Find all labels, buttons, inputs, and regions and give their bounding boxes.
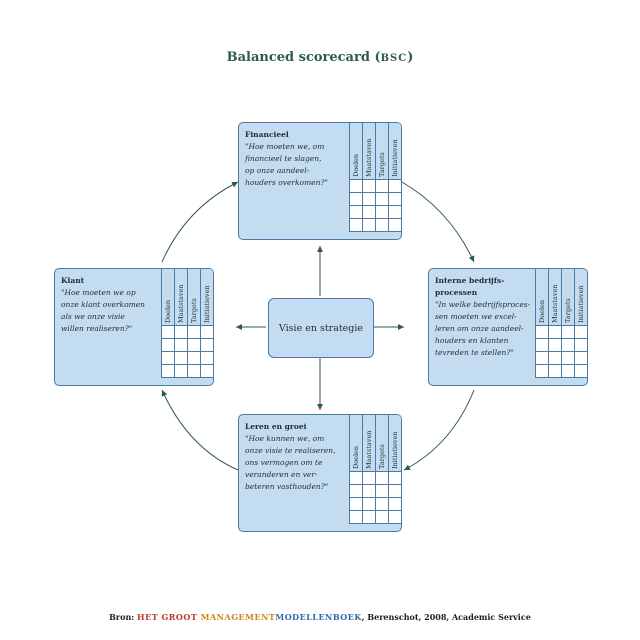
klant-heading: Klant xyxy=(61,276,85,285)
center-visie-strategie: Visie en strategie xyxy=(268,298,374,358)
leren-heading: Leren en groei xyxy=(245,422,307,431)
leren-question: "Hoe kunnen we, om onze visie te realise… xyxy=(245,434,336,491)
klant-question: "Hoe moeten we op onze klant overkomen a… xyxy=(61,288,145,333)
center-label: Visie en strategie xyxy=(278,322,364,334)
financieel-question: "Hoe moeten we, om financieel te slagen,… xyxy=(245,142,328,187)
arc-klant-to-financieel xyxy=(161,181,239,263)
perspective-klant: Klant "Hoe moeten we op onze klant overk… xyxy=(54,268,214,386)
klant-text: Klant "Hoe moeten we op onze klant overk… xyxy=(61,275,145,335)
perspective-financieel: Financieel "Hoe moeten we, om financieel… xyxy=(238,122,402,240)
financieel-heading: Financieel xyxy=(245,130,289,139)
interne-question: "In welke bedrijfsproces- sen moeten we … xyxy=(435,300,531,357)
arc-financieel-to-interne xyxy=(401,181,475,263)
leren-text: Leren en groei "Hoe kunnen we, om onze v… xyxy=(245,421,335,493)
source-credit: Bron: HET GROOT MANAGEMENTMODELLENBOEK, … xyxy=(109,612,531,622)
interne-heading: Interne bedrijfs- processen xyxy=(435,276,505,297)
arc-leren-to-klant xyxy=(161,389,239,471)
diagram-title: Balanced scorecard (BSC) xyxy=(226,50,414,65)
perspective-interne-processen: Interne bedrijfs- processen "In welke be… xyxy=(428,268,588,386)
perspective-leren-en-groei: Leren en groei "Hoe kunnen we, om onze v… xyxy=(238,414,402,532)
interne-text: Interne bedrijfs- processen "In welke be… xyxy=(435,275,530,359)
financieel-text: Financieel "Hoe moeten we, om financieel… xyxy=(245,129,328,189)
arc-interne-to-leren xyxy=(403,389,475,471)
